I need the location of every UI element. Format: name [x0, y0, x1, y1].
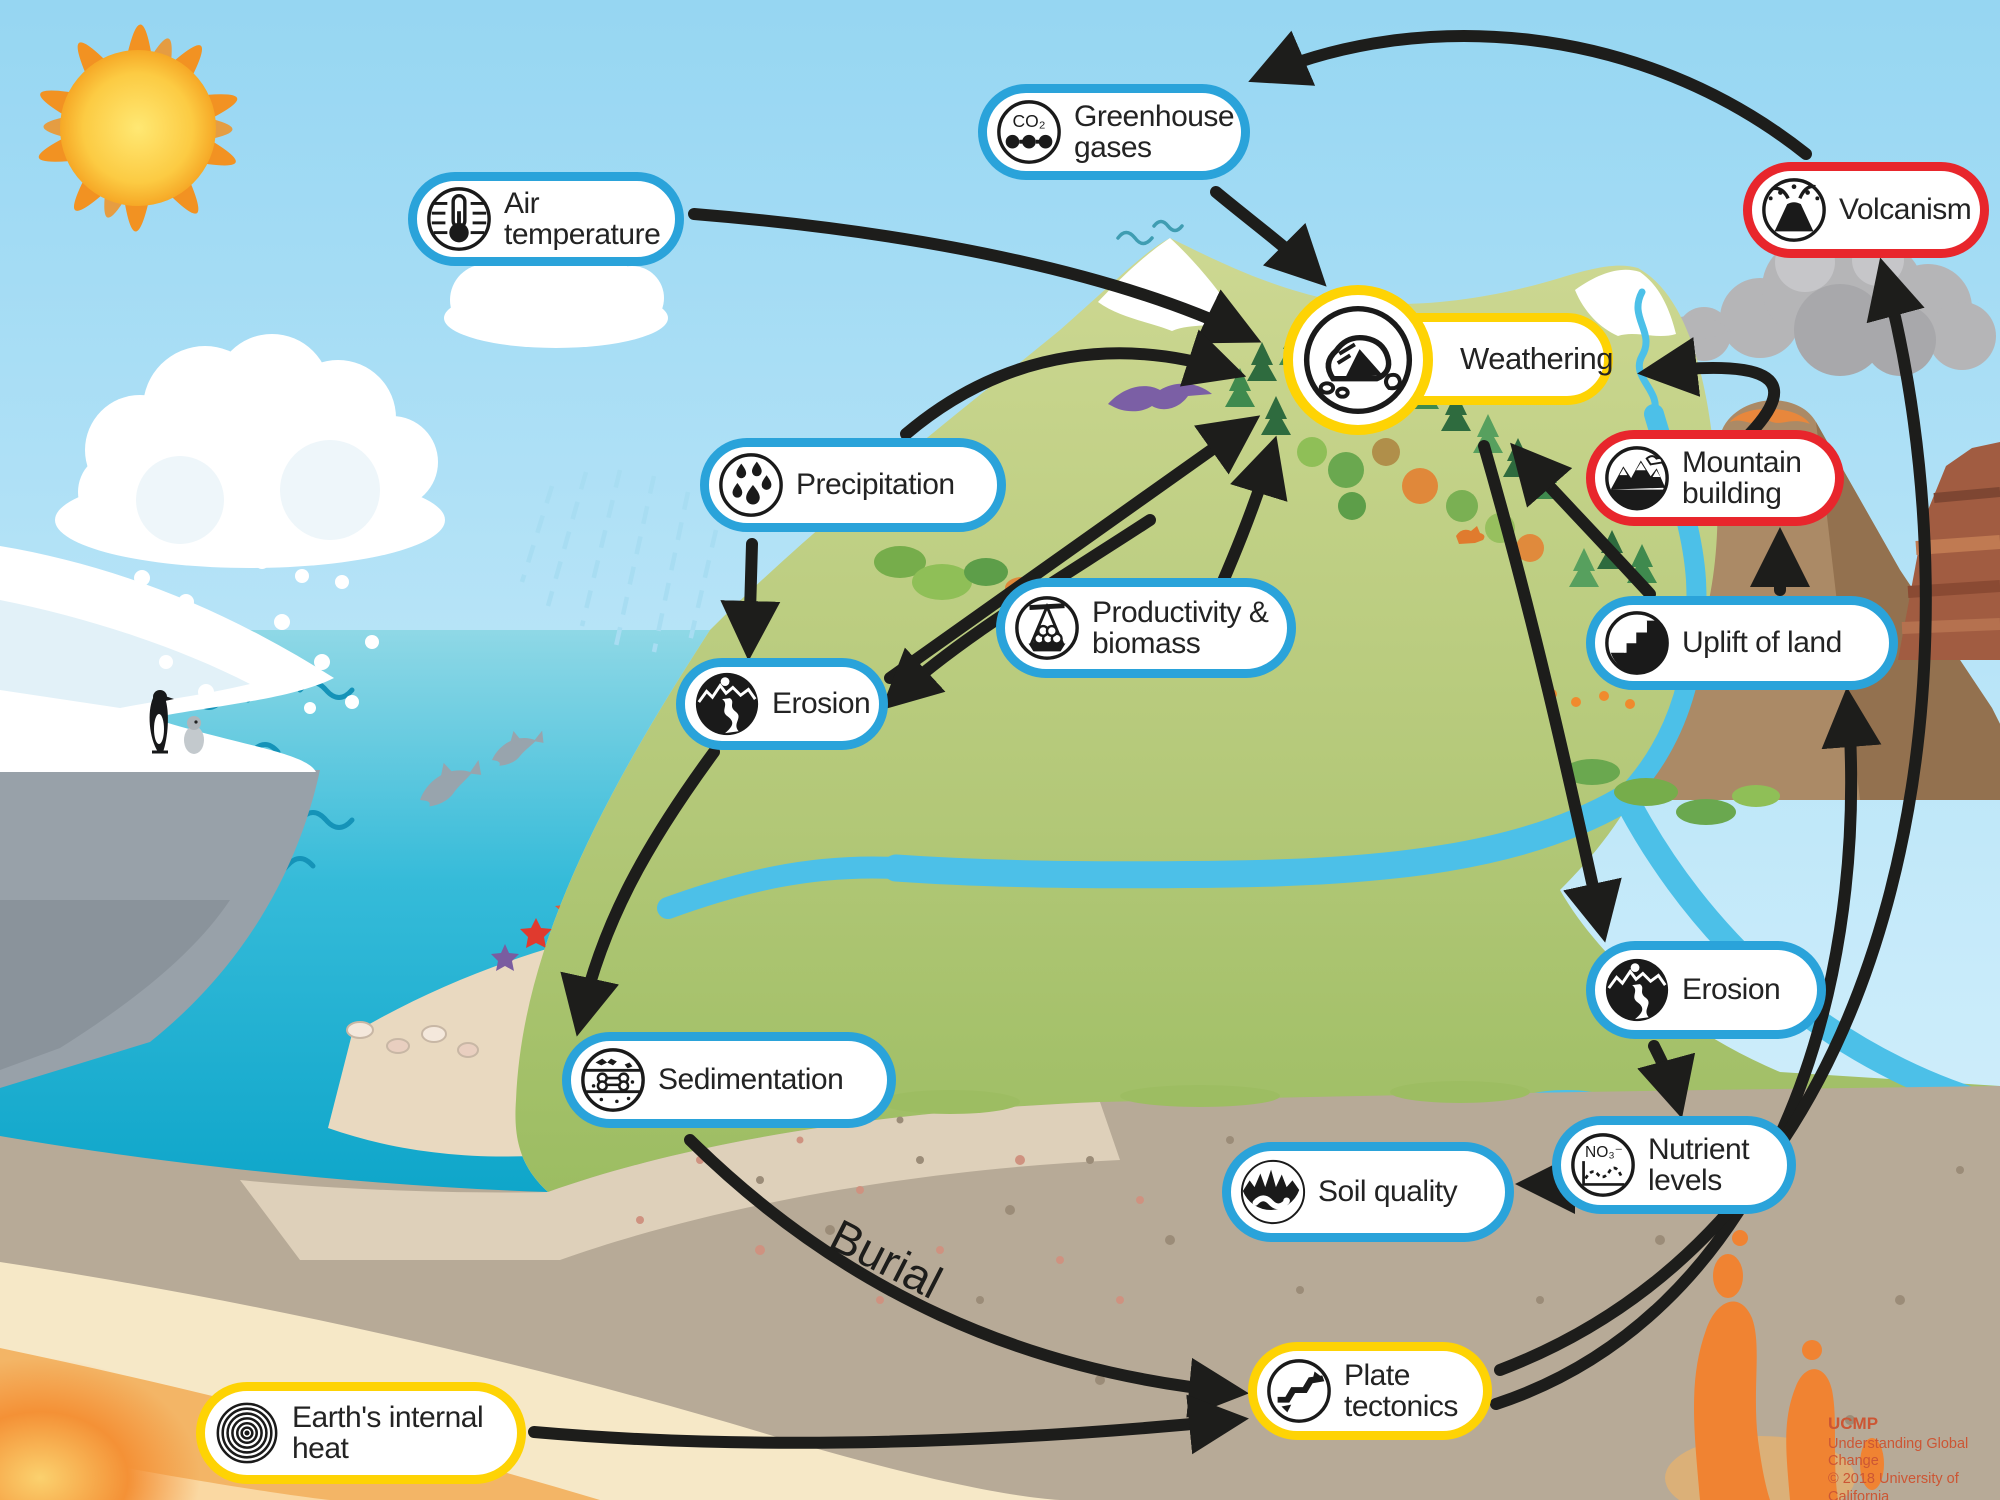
penguin-chick — [184, 716, 204, 754]
node-label: Plate tectonics — [1344, 1358, 1458, 1423]
node-label: Air temperature — [504, 186, 661, 251]
arrow-airtemp-to-weathering — [688, 208, 1262, 344]
node-nutrient-levels[interactable]: NO₃⁻ Nutrient levels — [1552, 1116, 1796, 1214]
arrow-uplift-to-weathering — [1510, 442, 1656, 600]
node-greenhouse-gases[interactable]: CO₂ Greenhouse gases — [978, 84, 1250, 180]
snowcap-right — [1575, 269, 1676, 336]
node-erosion-upper[interactable]: Erosion — [676, 658, 888, 750]
eagle-icon — [1108, 383, 1212, 412]
no3-icon: NO₃⁻ — [1568, 1130, 1638, 1200]
node-label: Nutrient levels — [1648, 1132, 1750, 1197]
soil-icon — [1238, 1157, 1308, 1227]
node-sedimentation[interactable]: Sedimentation — [562, 1032, 896, 1128]
forest — [874, 326, 1780, 825]
arrow-greenhouse-to-weathering — [1210, 186, 1327, 287]
node-erosion-lower[interactable]: Erosion — [1586, 941, 1826, 1039]
node-label: Soil quality — [1318, 1175, 1458, 1209]
node-label: Erosion — [772, 687, 871, 721]
arrow-precip-to-weathering — [900, 329, 1247, 440]
snowfall — [130, 555, 379, 714]
node-weathering[interactable]: Weathering — [1283, 285, 1623, 445]
node-label: Greenhouse gases — [1074, 99, 1235, 164]
lava-plumes — [1665, 1230, 1884, 1500]
node-label: Mountain building — [1682, 445, 1802, 510]
node-mountain-building[interactable]: Mountain building — [1586, 430, 1844, 526]
uplift-icon — [1602, 608, 1672, 678]
raindrops-icon — [716, 450, 786, 520]
node-label: Earth's internal heat — [292, 1400, 484, 1465]
arrow-precip-to-erosion — [720, 538, 781, 661]
erosion-icon — [692, 669, 762, 739]
ice-shelf — [0, 546, 334, 1088]
fox-icon — [1456, 526, 1485, 544]
svg-text:CO₂: CO₂ — [1012, 111, 1045, 131]
penguin-adult — [149, 690, 174, 754]
volcano-icon — [1759, 175, 1829, 245]
node-uplift-of-land[interactable]: Uplift of land — [1586, 596, 1898, 690]
credit-line: © 2018 University of California — [1828, 1471, 1959, 1500]
plates-icon — [1264, 1356, 1334, 1426]
co2-icon: CO₂ — [994, 97, 1064, 167]
arrow-erosion-to-weathering — [884, 415, 1261, 684]
node-precipitation[interactable]: Precipitation — [700, 438, 1006, 532]
sediment-icon — [578, 1045, 648, 1115]
node-air-temperature[interactable]: Air temperature — [408, 172, 684, 266]
arrow-erosion2-to-nutrients — [1637, 1040, 1696, 1119]
dolphins — [420, 730, 544, 807]
node-label: Precipitation — [796, 468, 955, 502]
arrow-plate-to-volcanism — [1494, 257, 1932, 1376]
node-productivity-biomass[interactable]: Productivity & biomass — [996, 578, 1296, 678]
arrow-burial — [684, 1134, 1249, 1418]
spiral-icon — [212, 1398, 282, 1468]
node-plate-tectonics[interactable]: Plate tectonics — [1248, 1342, 1492, 1440]
magma-glow — [0, 1358, 200, 1500]
arrow-volcanism-to-greenhouse — [1248, 30, 1812, 160]
node-label: Weathering — [1460, 341, 1613, 376]
svg-text:NO₃⁻: NO₃⁻ — [1585, 1144, 1623, 1161]
arrow-erosion-to-sedimentation — [560, 746, 720, 1037]
node-label: Volcanism — [1839, 193, 1972, 227]
ucmp-logo: UCMP — [1828, 1414, 1879, 1433]
penguins — [149, 690, 204, 754]
starfish-red — [520, 918, 552, 948]
credit-block: UCMP Understanding Global Change © 2018 … — [1828, 1414, 2000, 1500]
node-earths-internal-heat[interactable]: Earth's internal heat — [196, 1382, 526, 1484]
credit-line: Understanding Global Change — [1828, 1435, 1969, 1470]
arrow-heat-to-plate — [528, 1394, 1249, 1455]
node-soil-quality[interactable]: Soil quality — [1222, 1142, 1514, 1242]
arrow-weathering-to-erosion2 — [1478, 440, 1622, 943]
node-label: Erosion — [1682, 973, 1781, 1007]
thermometer-icon — [424, 184, 494, 254]
starfish-purple — [491, 944, 519, 971]
cloud-large — [55, 334, 445, 568]
node-volcanism[interactable]: Volcanism — [1743, 162, 1989, 258]
rock-icon — [1283, 285, 1433, 435]
node-label: Sedimentation — [658, 1063, 844, 1097]
mountains-icon — [1602, 443, 1672, 513]
node-label: Productivity & biomass — [1092, 595, 1269, 660]
sun-icon — [38, 24, 238, 232]
arrow-mountain-to-weathering — [1637, 337, 1781, 446]
rain-streaks — [519, 469, 719, 653]
birds — [1116, 219, 1184, 246]
balance-icon — [1012, 593, 1082, 663]
node-label: Uplift of land — [1682, 626, 1842, 660]
erosion-icon — [1602, 955, 1672, 1025]
arrows — [528, 30, 1932, 1455]
